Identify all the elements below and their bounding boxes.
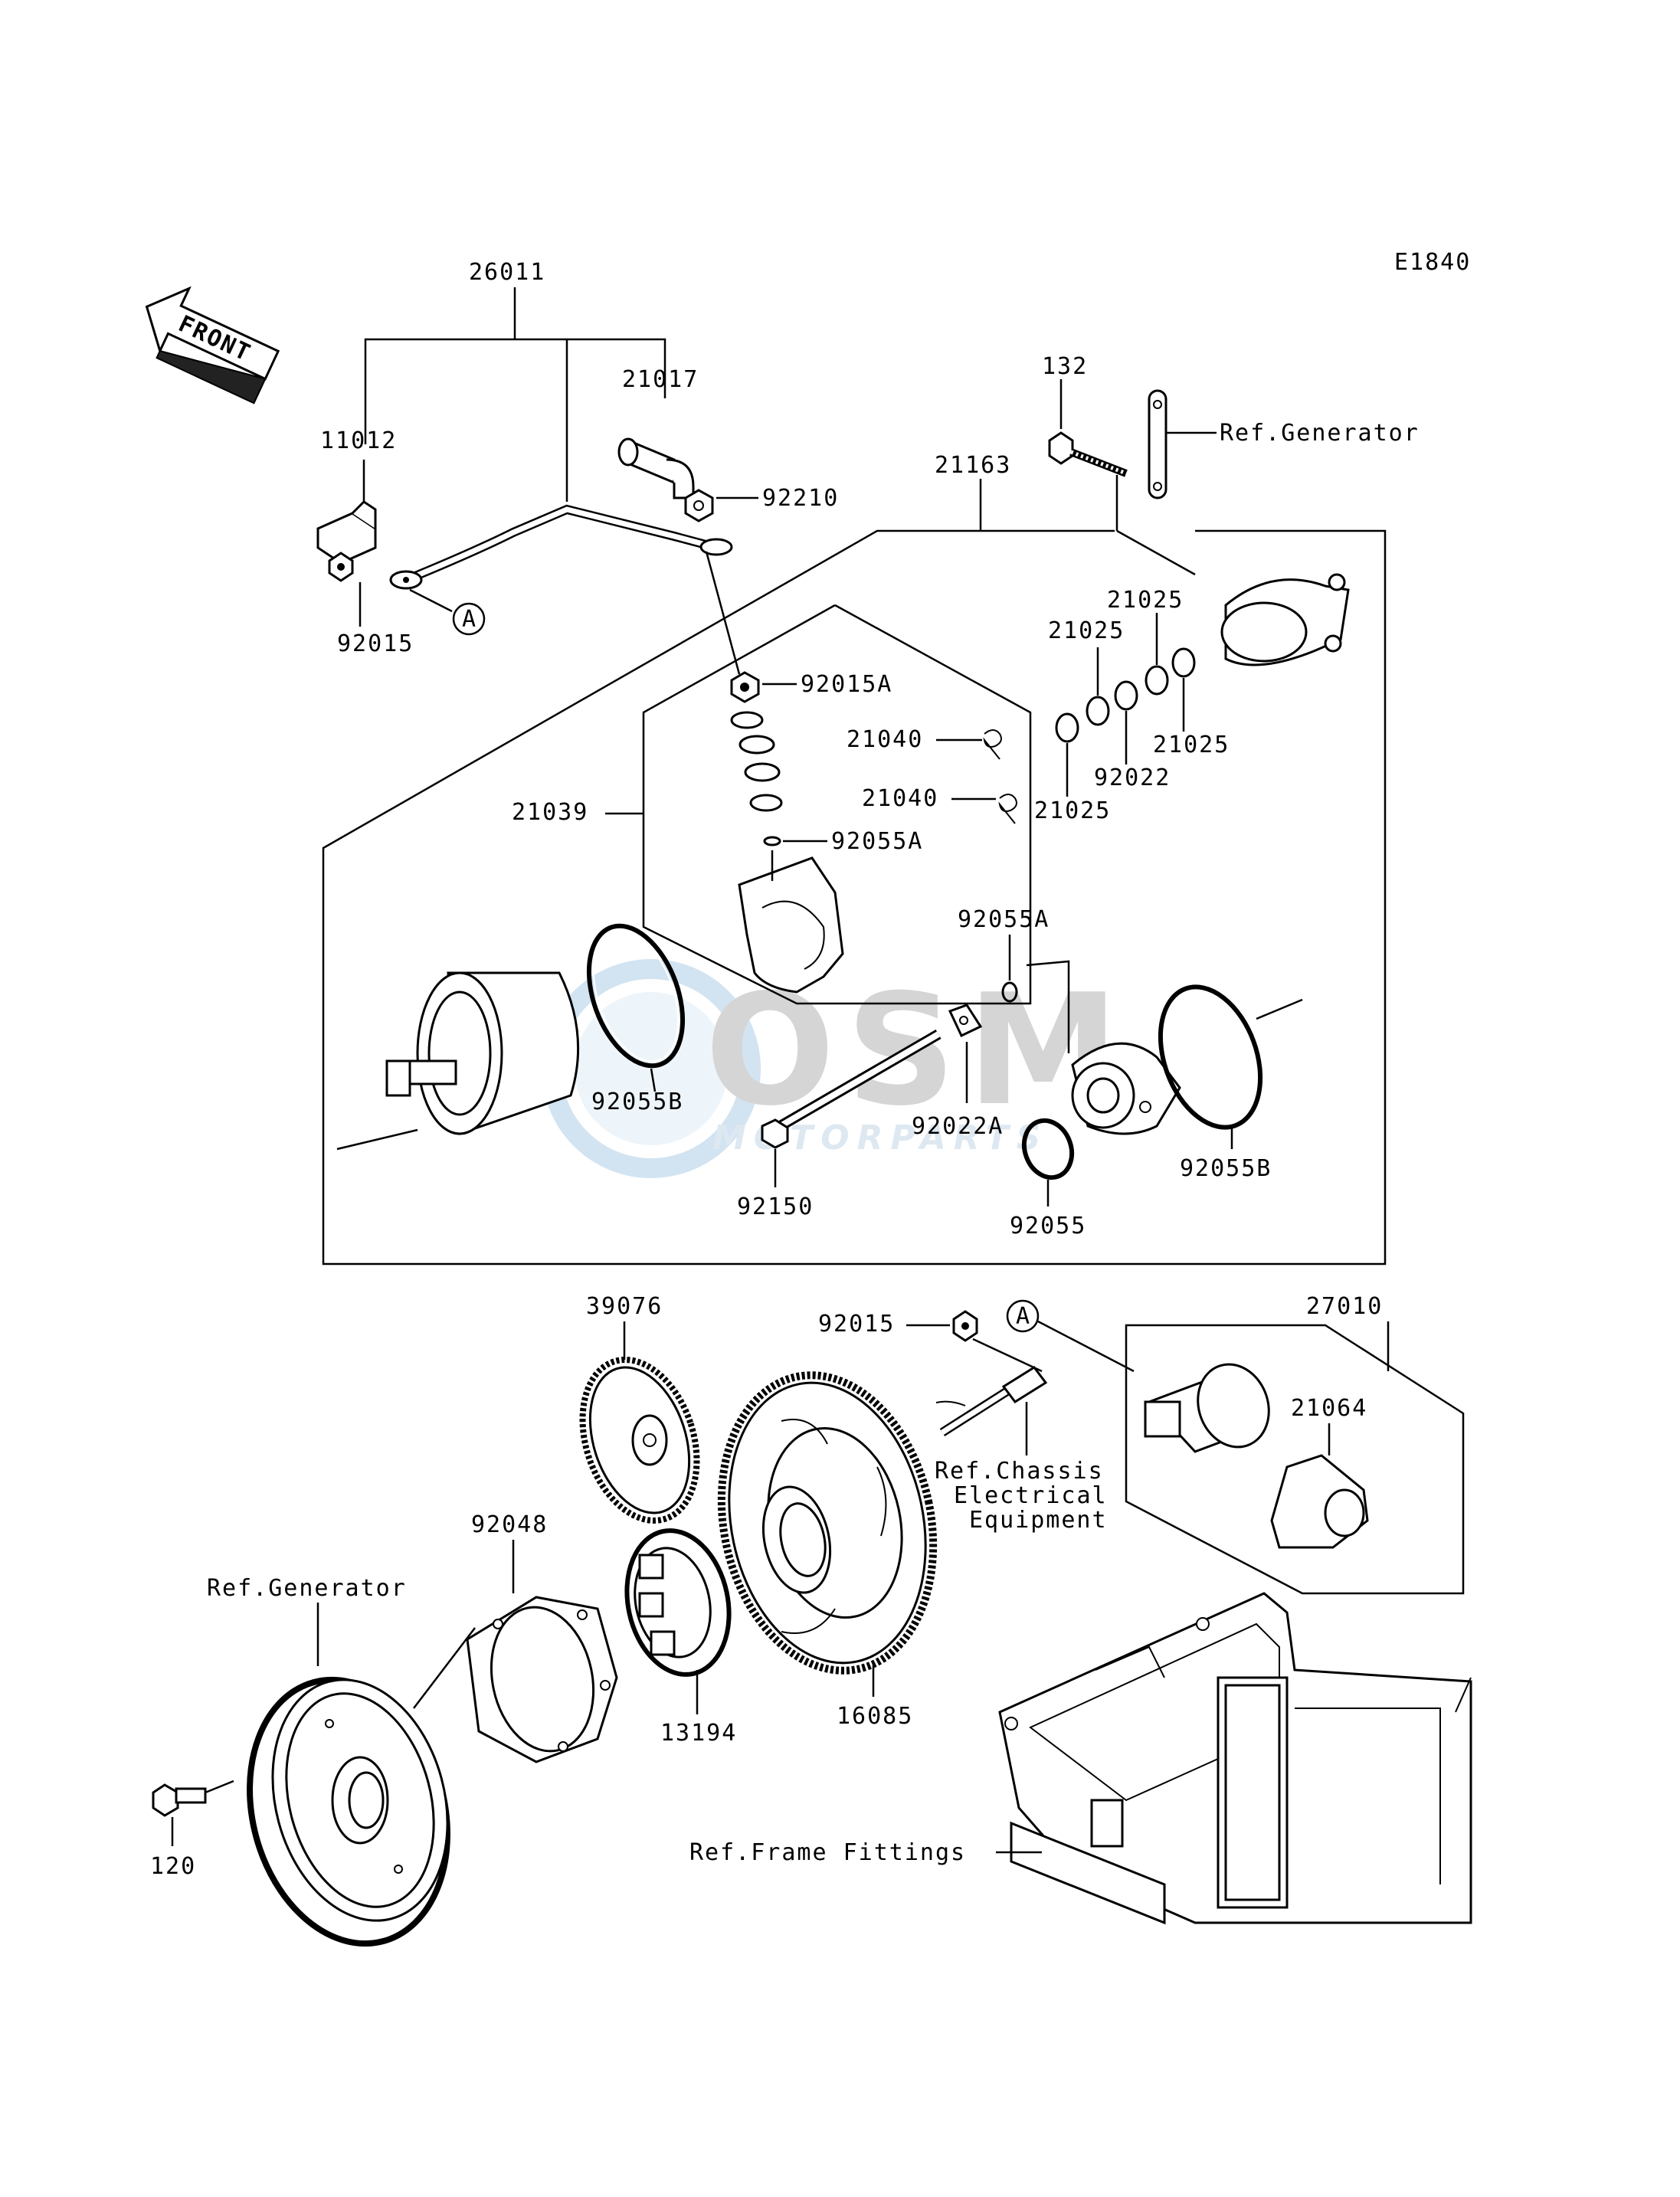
callout-92022a: 92022A [912, 1113, 1004, 1140]
marker-a-top [452, 602, 486, 636]
part-starter-motor [336, 971, 580, 1151]
ref-generator-bottom: Ref.Generator [207, 1575, 407, 1602]
part-rear-cover [1220, 573, 1350, 666]
generator-bracket [1148, 389, 1167, 499]
callout-132: 132 [1042, 353, 1088, 380]
ref-frame-fittings: Ref.Frame Fittings [689, 1839, 966, 1866]
part-13194-clutch [624, 1528, 732, 1677]
part-39076-idle-gear [579, 1357, 700, 1524]
callout-39076: 39076 [586, 1293, 663, 1320]
part-92015a-stack [730, 671, 783, 846]
part-21040-springs [983, 729, 1017, 824]
callout-21025-d: 21025 [1034, 797, 1111, 824]
callout-92055a-a: 92055A [831, 828, 923, 855]
callout-21163: 21163 [935, 452, 1011, 479]
callout-92150: 92150 [737, 1193, 814, 1220]
part-92055-oring [1021, 1118, 1075, 1180]
callout-21039: 21039 [512, 799, 588, 826]
part-21017-boot [617, 437, 695, 499]
part-21025-washers [1055, 647, 1196, 743]
part-21064-relay-cover [1270, 1454, 1369, 1549]
part-92022a-lug [948, 1004, 983, 1038]
part-92210-nut [684, 489, 714, 522]
part-92015-nut-bottom [952, 1310, 978, 1342]
callout-92055: 92055 [1010, 1213, 1086, 1239]
generator-rotor [247, 1676, 450, 1947]
callout-21064: 21064 [1291, 1395, 1367, 1422]
part-11012-connector [316, 500, 377, 565]
ref-chassis-2: Electrical [954, 1482, 1108, 1509]
callout-11012: 11012 [320, 427, 397, 454]
callout-92022: 92022 [1094, 765, 1171, 791]
callout-92055a-b: 92055A [958, 906, 1050, 933]
callout-92015a: 92015A [801, 671, 892, 698]
marker-a-bottom [1006, 1299, 1040, 1333]
marker-a-top-label: A [462, 606, 477, 633]
callout-16085: 16085 [837, 1703, 913, 1730]
callout-92055b-b: 92055B [1180, 1155, 1272, 1182]
part-92055b-left [586, 923, 686, 1069]
part-92015-nut [328, 552, 354, 582]
callout-21025-b: 21025 [1048, 617, 1125, 644]
callout-21025-c: 21025 [1153, 732, 1230, 758]
callout-92015-top: 92015 [337, 630, 414, 657]
callout-21017: 21017 [622, 366, 699, 393]
diagram-code: E1840 [1394, 249, 1471, 276]
front-arrow-icon: FRONT [145, 286, 280, 404]
callout-21040-b: 21040 [862, 785, 938, 812]
part-front-cover [1026, 960, 1181, 1135]
chassis-wire [935, 1365, 1048, 1437]
part-92150-bolt [761, 1029, 942, 1149]
callout-26011: 26011 [469, 259, 545, 286]
callout-92015-bottom: 92015 [818, 1311, 895, 1338]
part-132-bolt [1048, 431, 1128, 477]
part-92055b-right [1158, 984, 1263, 1130]
part-92048-plate [466, 1596, 618, 1763]
callout-92055b-a: 92055B [591, 1089, 683, 1115]
ref-chassis-1: Ref.Chassis [935, 1458, 1104, 1485]
part-starter-relay [1144, 1363, 1270, 1453]
ref-chassis-3: Equipment [969, 1507, 1108, 1534]
part-92055a-oring [1001, 981, 1018, 1003]
callout-13194: 13194 [660, 1720, 737, 1747]
ref-generator-top: Ref.Generator [1220, 420, 1420, 447]
part-21039-brush-plate [738, 850, 844, 994]
part-26011-cable [389, 504, 733, 590]
callout-120: 120 [150, 1853, 196, 1880]
frame-fittings [998, 1592, 1472, 1925]
part-120-bolt [152, 1783, 207, 1817]
callout-92210: 92210 [762, 485, 839, 512]
callout-21040-a: 21040 [847, 726, 923, 753]
part-16085-starter-gear [717, 1371, 938, 1675]
callout-27010: 27010 [1306, 1293, 1383, 1320]
callout-21025-a: 21025 [1107, 587, 1184, 614]
marker-a-bottom-label: A [1016, 1303, 1031, 1330]
callout-92048: 92048 [471, 1511, 548, 1538]
